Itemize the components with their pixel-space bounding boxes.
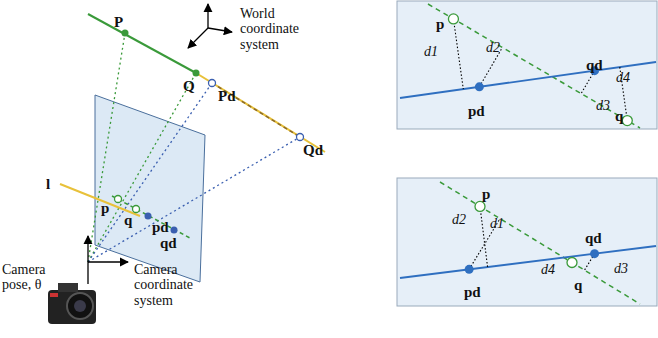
label: d4 bbox=[541, 262, 555, 277]
label: qd bbox=[585, 230, 602, 247]
label: qd bbox=[160, 235, 177, 252]
camera-axes bbox=[88, 236, 128, 284]
label: p bbox=[482, 186, 490, 203]
camera-icon bbox=[48, 283, 96, 324]
label: World coordinate system bbox=[240, 6, 320, 52]
label: d3 bbox=[596, 98, 610, 113]
projection-rays bbox=[88, 33, 300, 262]
detected-line bbox=[196, 73, 325, 152]
label: l bbox=[46, 176, 50, 193]
label: d4 bbox=[616, 70, 630, 85]
label: q bbox=[615, 108, 623, 125]
label: p bbox=[101, 200, 109, 217]
label: d3 bbox=[614, 261, 628, 276]
panel-bottom bbox=[397, 178, 657, 306]
world-axes bbox=[188, 4, 232, 48]
image-plane bbox=[95, 95, 205, 282]
label: Qd bbox=[303, 142, 323, 159]
label: d2 bbox=[452, 212, 466, 227]
label: pd bbox=[468, 103, 485, 120]
panel-geometry bbox=[400, 4, 656, 304]
label: p bbox=[436, 16, 444, 33]
model-line bbox=[88, 14, 196, 73]
label: Camera coordinate system bbox=[134, 262, 214, 308]
label: P bbox=[114, 14, 123, 31]
panel-top bbox=[397, 1, 657, 129]
label: Camera pose, θ bbox=[2, 262, 54, 293]
image-line bbox=[60, 184, 140, 216]
points bbox=[115, 30, 304, 234]
label: d1 bbox=[490, 216, 504, 231]
label: pd bbox=[464, 284, 481, 301]
label: qd bbox=[586, 57, 603, 74]
label: d2 bbox=[486, 40, 500, 55]
label: Pd bbox=[218, 88, 236, 105]
label: q bbox=[574, 277, 582, 294]
projected-line bbox=[112, 196, 190, 238]
label: Q bbox=[183, 78, 195, 95]
label: q bbox=[124, 212, 132, 229]
overlap-line bbox=[212, 83, 300, 137]
label: d1 bbox=[424, 44, 438, 59]
label: pd bbox=[152, 219, 169, 236]
